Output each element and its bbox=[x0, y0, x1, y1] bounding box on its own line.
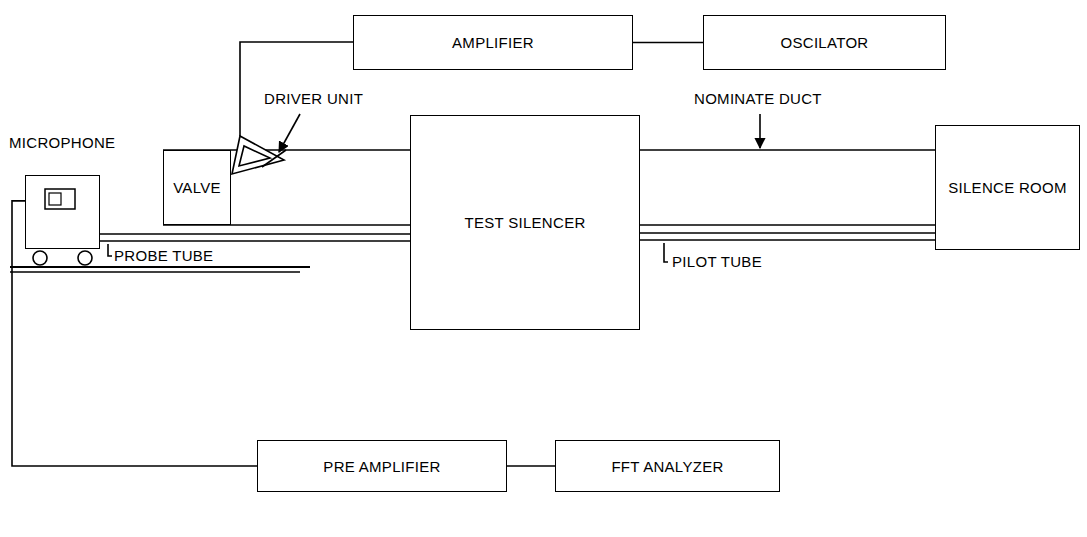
driver-unit-symbol bbox=[232, 136, 284, 174]
leader-line bbox=[279, 114, 300, 152]
microphone-box: MICROPHONE bbox=[25, 175, 100, 249]
part-label: NOMINATE DUCT bbox=[692, 90, 824, 107]
silence-room-box: SILENCE ROOM bbox=[935, 125, 1080, 250]
node-label: FFT ANALYZER bbox=[611, 458, 723, 475]
amplifier-box: AMPLIFIER bbox=[353, 15, 633, 70]
leader-line bbox=[664, 243, 668, 262]
valve-box: VALVE bbox=[163, 150, 231, 225]
trolley-wheel bbox=[78, 251, 92, 265]
node-label: SILENCE ROOM bbox=[948, 179, 1067, 196]
node-label: AMPLIFIER bbox=[452, 34, 534, 51]
leader-line bbox=[759, 114, 761, 148]
oscillator-box: OSCILATOR bbox=[703, 15, 946, 70]
part-label: PILOT TUBE bbox=[670, 253, 764, 270]
node-heading: MICROPHONE bbox=[9, 134, 115, 151]
signal-wire bbox=[633, 42, 703, 44]
microphone-capsule bbox=[45, 189, 75, 209]
part-label: DRIVER UNIT bbox=[262, 90, 365, 107]
probe-tube bbox=[100, 233, 410, 235]
analyzer-box: FFT ANALYZER bbox=[555, 440, 780, 492]
silencer-box: TEST SILENCER bbox=[410, 115, 640, 330]
trolley-wheel bbox=[33, 251, 47, 265]
microphone-capsule bbox=[44, 188, 84, 212]
node-label: TEST SILENCER bbox=[464, 214, 585, 231]
driver-unit-symbol bbox=[239, 146, 270, 166]
preamplifier-box: PRE AMPLIFIER bbox=[257, 440, 507, 492]
trolley-rail bbox=[10, 271, 300, 273]
part-label: PROBE TUBE bbox=[112, 247, 215, 264]
node-label: PRE AMPLIFIER bbox=[323, 458, 440, 475]
signal-wire bbox=[507, 465, 555, 467]
trolley-rail bbox=[10, 266, 310, 268]
microphone-capsule bbox=[49, 193, 61, 205]
node-label: VALVE bbox=[173, 179, 221, 196]
driver-neck bbox=[262, 150, 286, 167]
pilot-tube bbox=[640, 232, 935, 234]
duct-wall bbox=[640, 224, 935, 226]
probe-tube bbox=[100, 240, 410, 242]
duct-wall bbox=[640, 149, 935, 151]
pilot-tube bbox=[640, 239, 935, 241]
node-label: OSCILATOR bbox=[781, 34, 869, 51]
